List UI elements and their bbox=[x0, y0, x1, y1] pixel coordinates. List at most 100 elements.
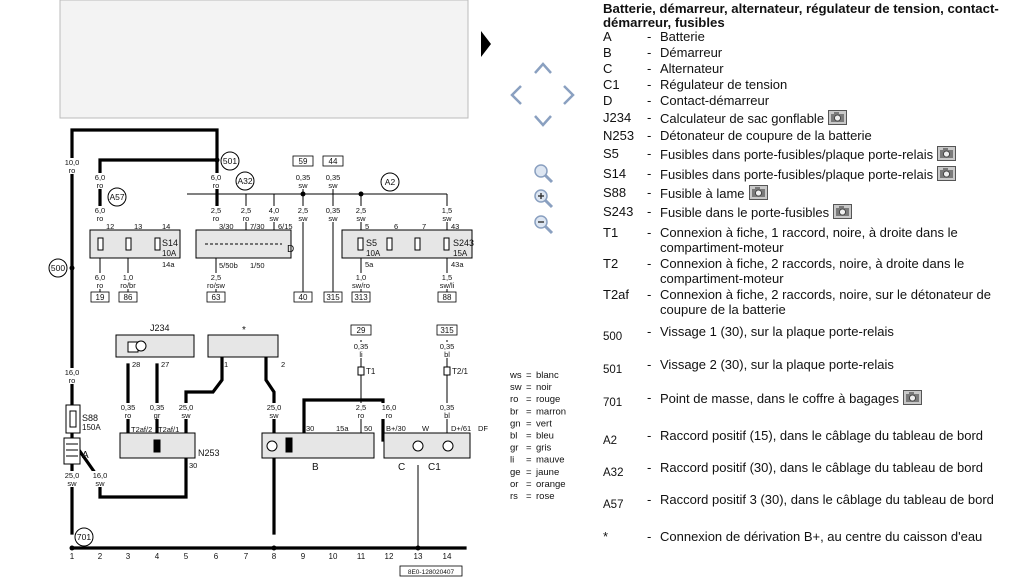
legend-item-desc: Connexion de dérivation B+, au centre du… bbox=[660, 529, 1010, 544]
wire-label-bg bbox=[436, 403, 458, 419]
wire-label-bg bbox=[89, 173, 111, 189]
wire-label-bg bbox=[322, 206, 344, 222]
wire-size: 2,5 bbox=[298, 206, 308, 215]
legend-item: S5-Fusibles dans porte-fusibles/plaque p… bbox=[603, 146, 1010, 162]
expand-panel-icon[interactable] bbox=[480, 30, 492, 58]
camera-icon[interactable] bbox=[828, 110, 848, 125]
legend-item: 501-Vissage 2 (30), sur la plaque porte-… bbox=[603, 357, 1010, 378]
column-number: 13 bbox=[414, 552, 423, 561]
wire-label: 16,0sw bbox=[89, 471, 111, 488]
wire-label-bg bbox=[436, 206, 458, 222]
wire-size: 1,0 bbox=[123, 273, 133, 282]
wire-color: ro bbox=[69, 166, 76, 175]
legend-item-text: Raccord positif (15), dans le câblage du… bbox=[660, 428, 984, 443]
node-501-circle bbox=[220, 151, 240, 171]
wire-size: 1,5 bbox=[442, 206, 452, 215]
wire-color: sw/ro bbox=[352, 281, 370, 290]
camera-icon[interactable] bbox=[902, 390, 922, 405]
wire-color-abbr: gr bbox=[510, 443, 518, 454]
wire-color: ro bbox=[125, 411, 132, 420]
wire-color-entry: li=mauve bbox=[510, 455, 565, 466]
terminal-label: 63 bbox=[212, 293, 221, 302]
legend-item-text: Détonateur de coupure de la batterie bbox=[660, 128, 872, 143]
zoom-out-icon[interactable] bbox=[532, 213, 556, 237]
legend-item-dash: - bbox=[647, 287, 652, 302]
regulator-symbol bbox=[442, 440, 454, 452]
legend-item: 701-Point de masse, dans le coffre à bag… bbox=[603, 390, 1010, 411]
s88-rating: 150A bbox=[82, 423, 101, 432]
wire-size: 2,5 bbox=[211, 273, 221, 282]
wire-color: sw bbox=[298, 214, 308, 223]
legend-item-dash: - bbox=[647, 110, 652, 125]
pan-up-icon[interactable] bbox=[533, 61, 553, 75]
wire-color-name: orange bbox=[536, 479, 566, 490]
wire-color-entry: ge=jaune bbox=[510, 467, 559, 478]
camera-icon[interactable] bbox=[748, 185, 768, 200]
wire-label-bg bbox=[117, 273, 139, 289]
wire-label: 6,0ro bbox=[89, 206, 111, 223]
terminal-box: 88 bbox=[437, 291, 457, 303]
zoom-fit-icon[interactable] bbox=[532, 162, 556, 186]
wire-label: 25,0sw bbox=[263, 403, 285, 420]
pin-label: 1/50 bbox=[250, 261, 265, 270]
a-label: A bbox=[82, 450, 89, 461]
wire-label-bg bbox=[89, 206, 111, 222]
terminal-box: 315 bbox=[323, 291, 343, 303]
pan-left-icon[interactable] bbox=[509, 84, 523, 106]
wire-color-entry: or=orange bbox=[510, 479, 566, 490]
b-label: B bbox=[312, 462, 319, 473]
pin-label: 43 bbox=[451, 222, 459, 231]
terminal-box-frame bbox=[118, 291, 138, 303]
wire-size: 25,0 bbox=[267, 403, 282, 412]
legend-item-code: 500 bbox=[603, 331, 623, 343]
pin-label: 5 bbox=[365, 222, 369, 231]
wire-color: sw bbox=[95, 479, 105, 488]
wire-size: 16,0 bbox=[65, 368, 80, 377]
column-number: 9 bbox=[301, 552, 306, 561]
pin-label: 14a bbox=[162, 260, 175, 269]
pin-label: 6 bbox=[394, 222, 398, 231]
legend-item-code: C bbox=[603, 61, 613, 76]
camera-icon[interactable] bbox=[937, 146, 957, 161]
pin-label: 1 bbox=[224, 360, 228, 369]
wire-size: 1,5 bbox=[442, 273, 452, 282]
s88-label: S88 bbox=[82, 413, 98, 423]
legend-item-text: Vissage 1 (30), sur la plaque porte-rela… bbox=[660, 324, 894, 339]
wire-size: 0,35 bbox=[440, 342, 455, 351]
wire-size: 16,0 bbox=[382, 403, 397, 412]
legend-item: C-Alternateur bbox=[603, 61, 1010, 76]
legend-item-code: T2 bbox=[603, 256, 619, 271]
wire-color: sw bbox=[269, 411, 279, 420]
wire-label: 25,0sw bbox=[175, 403, 197, 420]
pin-label: 30 bbox=[189, 461, 197, 470]
legend-item-code: B bbox=[603, 45, 612, 60]
wire-size: 16,0 bbox=[93, 471, 108, 480]
pin-label: 2 bbox=[281, 360, 285, 369]
node-a57-circle bbox=[107, 187, 127, 207]
legend-item-text: Fusibles dans porte-fusibles/plaque port… bbox=[660, 147, 934, 162]
terminal-label: 315 bbox=[326, 293, 340, 302]
wire-star-2 bbox=[264, 356, 276, 535]
column-number: 4 bbox=[155, 552, 160, 561]
camera-icon[interactable] bbox=[937, 166, 957, 181]
pan-right-icon[interactable] bbox=[562, 84, 576, 106]
wire-labels: 10,0ro6,0ro6,0ro6,0ro0,35sw0,35sw2,5ro2,… bbox=[61, 158, 458, 488]
zoom-in-icon[interactable] bbox=[532, 187, 556, 211]
legend-item: T1-Connexion à fiche, 1 raccord, noire, … bbox=[603, 225, 1010, 255]
pin-label: B+/30 bbox=[386, 424, 406, 433]
legend-item-desc: Raccord positif 3 (30), dans le câblage … bbox=[660, 492, 1010, 513]
wire-label: 1,5sw bbox=[436, 206, 458, 223]
wire-label-bg bbox=[205, 206, 227, 222]
pan-down-icon[interactable] bbox=[533, 114, 553, 128]
terminal-box: 44 bbox=[322, 155, 344, 167]
pin-labels: 12 13 14 14a 3/30 7/30 6/15 5/50b 1/50 5… bbox=[106, 222, 488, 470]
wire-label: 6,0ro bbox=[89, 273, 111, 290]
fuse-symbol bbox=[443, 237, 450, 251]
legend-item: B-Démarreur bbox=[603, 45, 1010, 60]
camera-icon[interactable] bbox=[833, 204, 853, 219]
legend-item-dash: - bbox=[647, 166, 652, 181]
terminal-box: 63 bbox=[206, 291, 226, 303]
